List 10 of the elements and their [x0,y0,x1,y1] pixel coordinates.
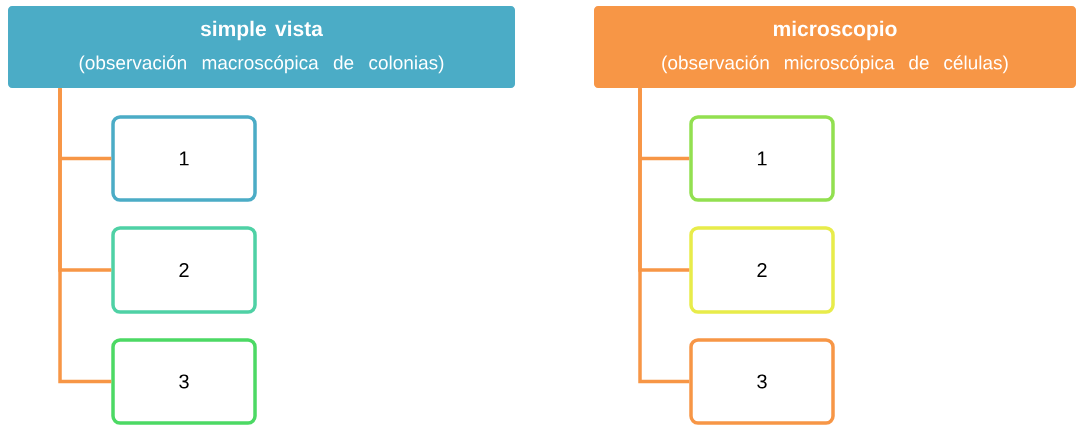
number-box: 3 [689,338,835,425]
header-box: microscopio (observación microscópica de células) [594,6,1076,88]
number-box: 1 [689,115,835,202]
number-box: 2 [689,226,835,314]
number-box: 2 [111,226,257,314]
number-box: 3 [111,338,257,425]
number-box: 1 [111,115,257,202]
header-box: simple vista (observación macroscópica de colonias) [8,6,515,88]
connector-line [638,88,690,384]
connector-line [58,88,112,384]
